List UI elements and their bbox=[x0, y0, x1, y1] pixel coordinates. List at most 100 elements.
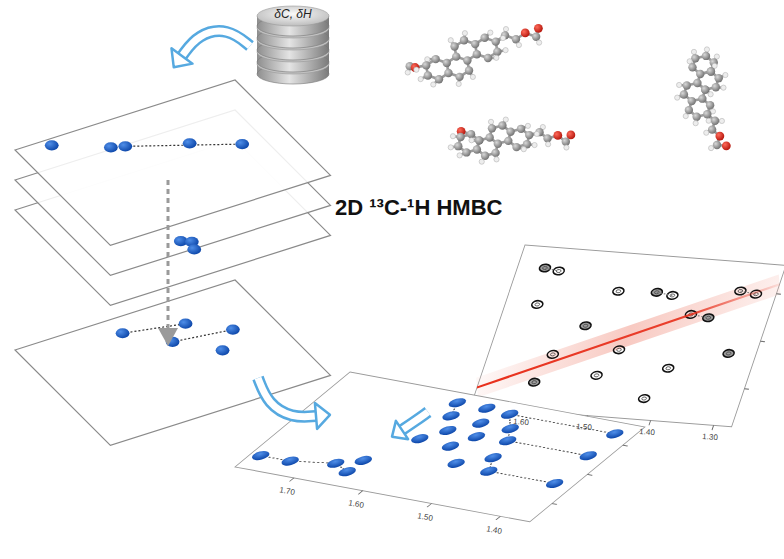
peak-dot bbox=[469, 418, 493, 429]
atom bbox=[463, 56, 471, 64]
atom bbox=[516, 42, 521, 47]
atom bbox=[715, 132, 724, 141]
atom bbox=[455, 73, 463, 81]
peak-dot bbox=[118, 141, 132, 151]
atom bbox=[546, 142, 551, 147]
peak-dot bbox=[104, 142, 118, 152]
peak-dot bbox=[464, 431, 488, 442]
atom bbox=[701, 85, 709, 93]
axis-tick: 1.50 bbox=[417, 512, 434, 523]
atom bbox=[469, 138, 474, 143]
peak-dot bbox=[495, 435, 519, 446]
contour-peak bbox=[654, 291, 660, 294]
atom bbox=[456, 133, 464, 141]
contour-peak bbox=[612, 346, 625, 354]
atom bbox=[504, 137, 512, 145]
contour-peak bbox=[706, 316, 712, 319]
atom bbox=[411, 63, 420, 72]
atom bbox=[465, 66, 473, 74]
peak-dot bbox=[445, 397, 469, 408]
atom bbox=[704, 130, 709, 135]
atom bbox=[723, 72, 728, 77]
atom bbox=[553, 131, 562, 140]
atom bbox=[677, 82, 682, 87]
contour-peak bbox=[612, 287, 625, 295]
contour-peak bbox=[594, 374, 600, 377]
atom bbox=[503, 48, 508, 53]
atom bbox=[702, 52, 710, 60]
axis-tick: 1.50 bbox=[576, 423, 592, 433]
atom bbox=[494, 140, 502, 148]
atom bbox=[537, 40, 542, 45]
curved-arrow bbox=[171, 31, 250, 67]
axis-tick: 1.60 bbox=[348, 499, 365, 510]
peak-dot bbox=[183, 138, 197, 148]
atom bbox=[462, 148, 470, 156]
atom bbox=[450, 42, 458, 50]
contour-peak bbox=[616, 290, 622, 293]
atom bbox=[475, 136, 483, 144]
atom bbox=[448, 145, 453, 150]
dotted-link bbox=[544, 268, 559, 271]
atom bbox=[488, 124, 496, 132]
atom bbox=[711, 117, 719, 125]
contour-peak bbox=[665, 367, 671, 370]
atom bbox=[456, 81, 461, 86]
atom bbox=[683, 81, 691, 89]
atom bbox=[457, 153, 462, 158]
contour-peak bbox=[531, 381, 537, 384]
peak-dot bbox=[249, 450, 273, 461]
atom bbox=[696, 70, 704, 78]
peak-dot bbox=[439, 410, 463, 421]
axis-tick: 1.40 bbox=[486, 525, 503, 536]
peak-dot bbox=[226, 325, 240, 335]
peak-dot bbox=[216, 345, 230, 355]
contour-peak bbox=[583, 324, 589, 327]
dotted-link bbox=[510, 414, 613, 433]
atom bbox=[721, 85, 726, 90]
atom bbox=[485, 133, 493, 141]
atom bbox=[471, 40, 479, 48]
dotted-link bbox=[489, 471, 553, 483]
contour-peak bbox=[590, 371, 603, 379]
peak-dot bbox=[235, 139, 249, 149]
atom bbox=[525, 123, 530, 128]
contour-peak bbox=[641, 397, 647, 400]
atom bbox=[688, 63, 696, 71]
peak-dot bbox=[475, 403, 499, 414]
contour-peak bbox=[535, 303, 541, 306]
atom bbox=[517, 125, 525, 133]
atom bbox=[521, 147, 526, 152]
atom bbox=[712, 63, 717, 68]
atom bbox=[708, 92, 713, 97]
atom bbox=[422, 61, 430, 69]
atom bbox=[431, 82, 436, 87]
curved-arrow bbox=[258, 378, 330, 429]
plane bbox=[15, 280, 330, 445]
atom bbox=[713, 141, 721, 149]
database-label: δC, δH bbox=[274, 8, 311, 21]
atom bbox=[492, 37, 500, 45]
peak-dot bbox=[436, 425, 460, 436]
atom bbox=[675, 95, 680, 100]
atom bbox=[503, 117, 508, 122]
atom bbox=[470, 74, 475, 79]
atom bbox=[418, 76, 423, 81]
atom bbox=[475, 136, 483, 144]
atom bbox=[704, 47, 709, 52]
contour-peak bbox=[528, 378, 541, 386]
atom bbox=[498, 121, 506, 129]
axis-tick: 1.60 bbox=[513, 418, 529, 428]
figure-title: 2D ¹³C-¹H HMBC bbox=[335, 196, 502, 220]
atom bbox=[452, 52, 460, 60]
atom bbox=[687, 59, 692, 64]
atom bbox=[698, 94, 706, 102]
atom bbox=[405, 70, 410, 75]
atom bbox=[722, 141, 731, 150]
atom bbox=[691, 49, 696, 54]
atom bbox=[692, 113, 700, 121]
atom bbox=[708, 125, 716, 133]
atom bbox=[564, 145, 569, 150]
peak-dot bbox=[408, 433, 432, 444]
